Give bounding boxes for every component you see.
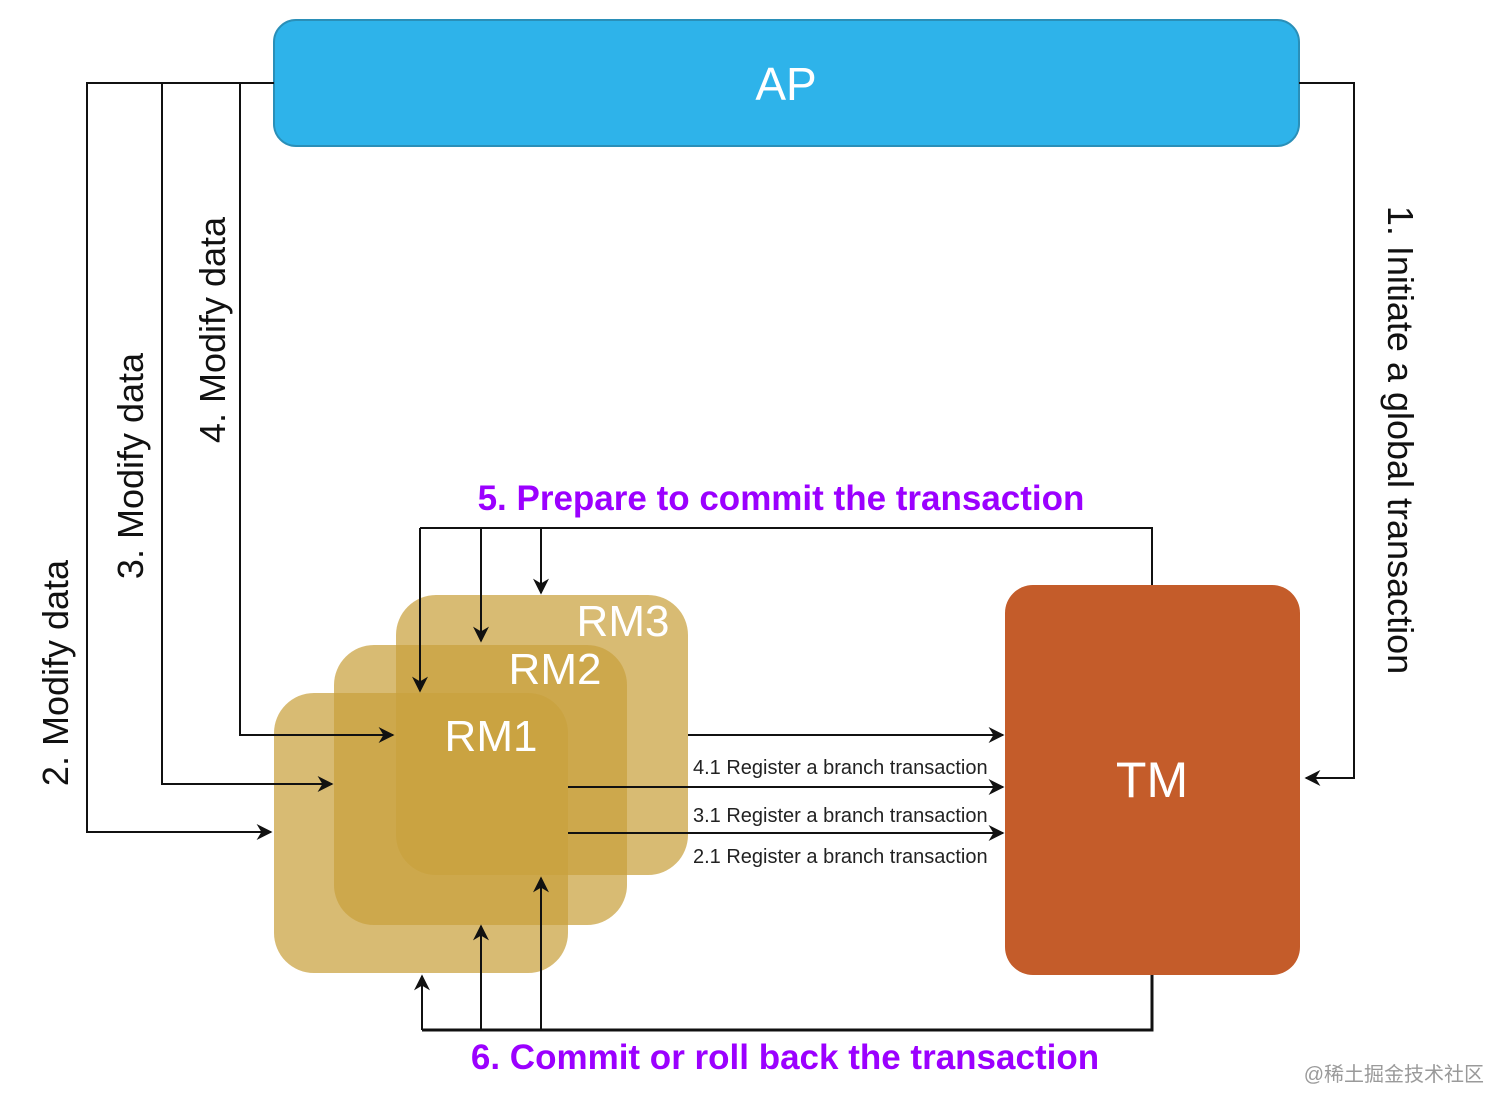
- rm3-label: RM3: [576, 597, 670, 646]
- edge-modify-4: [239, 82, 395, 743]
- prepare-label: 5. Prepare to commit the transaction: [477, 479, 1085, 518]
- rm1-box: [274, 693, 568, 973]
- edge-modify-3: [161, 82, 334, 792]
- tm-box: [1005, 585, 1300, 975]
- ap-label: AP: [755, 58, 817, 110]
- watermark: @稀土掘金技术社区: [1303, 1064, 1484, 1086]
- initiate-label: 1. Initiate a global transaction: [1380, 205, 1421, 675]
- register-21-label: 2.1 Register a branch transaction: [693, 846, 988, 868]
- modify-3-label: 3. Modify data: [110, 352, 151, 580]
- rm1-label: RM1: [444, 712, 538, 761]
- modify-4-label: 4. Modify data: [192, 216, 233, 444]
- edge-prepare-trunk: [420, 527, 1153, 585]
- register-41-label: 4.1 Register a branch transaction: [693, 757, 988, 779]
- tm-label: TM: [1115, 752, 1189, 808]
- edge-initiate: [1299, 82, 1355, 786]
- register-31-label: 3.1 Register a branch transaction: [693, 805, 988, 827]
- rm2-label: RM2: [508, 645, 602, 694]
- modify-2-label: 2. Modify data: [35, 559, 76, 787]
- edge-commit-trunk: [422, 975, 1154, 1032]
- commit-label: 6. Commit or roll back the transaction: [470, 1038, 1100, 1077]
